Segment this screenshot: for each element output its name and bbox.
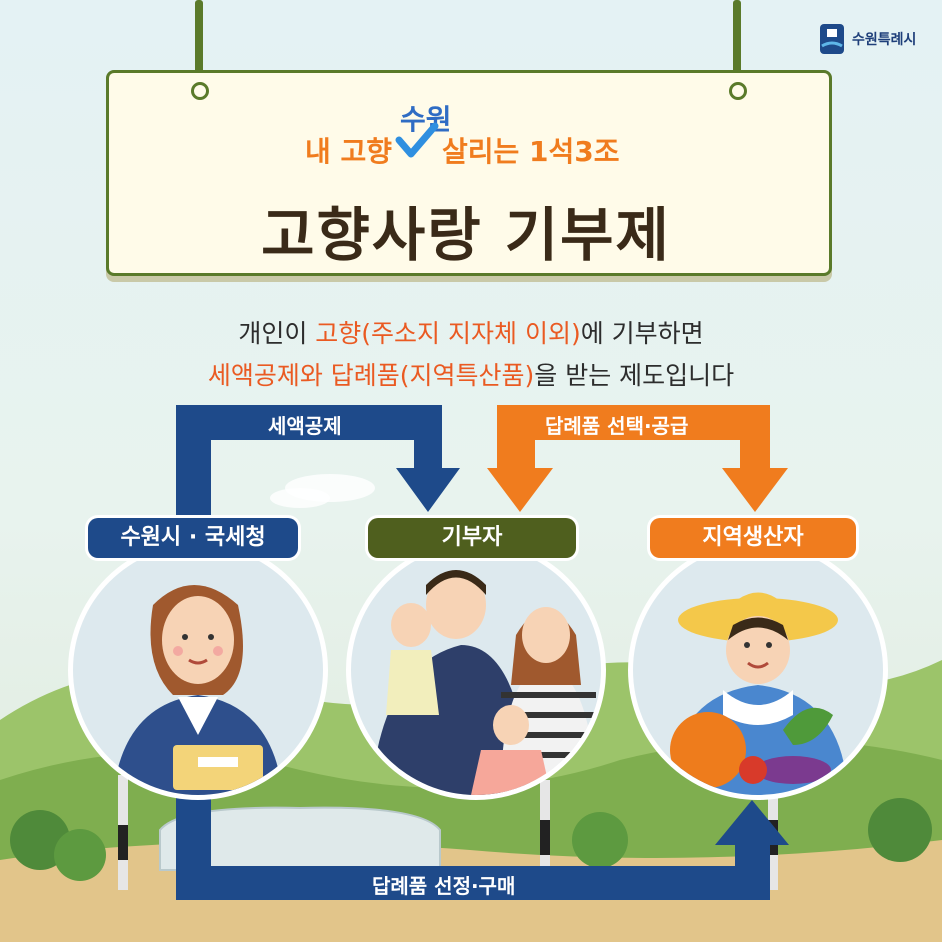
actor-label-producer: 지역생산자 xyxy=(650,518,856,558)
actor-label-donor: 기부자 xyxy=(368,518,576,558)
brand-logo: 수원특례시 xyxy=(818,22,916,56)
subtitle-accent: 수원 xyxy=(400,103,452,136)
sign-rope-right xyxy=(733,0,741,78)
description-text: 에 기부하면 xyxy=(580,319,704,348)
sign-rope-left xyxy=(195,0,203,78)
check-mark-icon xyxy=(395,122,439,158)
city-official-illustration xyxy=(68,540,328,800)
gift-purchase-label: 답례품 선정·구매 xyxy=(372,874,516,898)
title-sign-board xyxy=(106,70,832,276)
donor-family-illustration xyxy=(346,540,606,800)
sign-ring-left xyxy=(191,82,209,100)
brand-name: 수원특례시 xyxy=(852,32,917,48)
description-line-1: 개인이 고향(주소지 지자체 이외)에 기부하면 xyxy=(0,314,942,350)
sign-ring-right xyxy=(729,82,747,100)
description-text: 을 받는 제도입니다 xyxy=(534,361,735,390)
gift-selection-label: 답례품 선택·공급 xyxy=(545,414,689,438)
page-title: 고향사랑 기부제 xyxy=(261,201,671,269)
gift-purchase-arrow xyxy=(176,780,789,900)
actor-label-city: 수원시 · 국세청 xyxy=(88,518,298,558)
description-highlight: 고향(주소지 지자체 이외) xyxy=(315,319,581,348)
description-line-2: 세액공제와 답례품(지역특산품)을 받는 제도입니다 xyxy=(0,356,942,392)
subtitle-suffix: 살리는 1석3조 xyxy=(442,135,620,168)
tax-deduction-arrow xyxy=(176,405,460,520)
gift-selection-arrow xyxy=(487,405,788,512)
producer-farmer-illustration xyxy=(628,540,888,800)
description-highlight: 세액공제와 답례품(지역특산품) xyxy=(207,361,535,390)
subtitle-prefix: 내 고향 xyxy=(305,135,393,168)
description-text: 개인이 xyxy=(238,319,316,348)
tax-deduction-label: 세액공제 xyxy=(268,414,342,438)
suwon-city-logo-icon xyxy=(820,24,844,54)
